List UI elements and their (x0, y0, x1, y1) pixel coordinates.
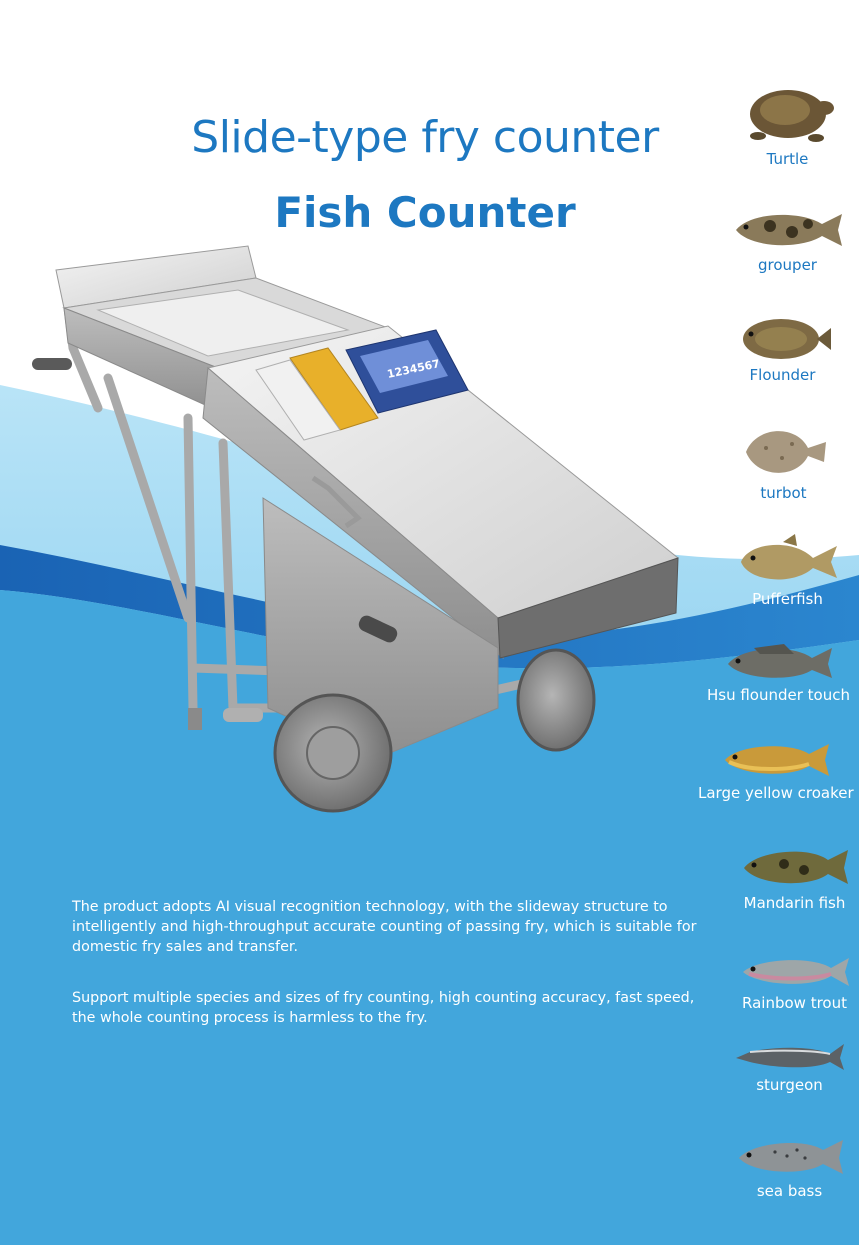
species-item-grouper: grouper (720, 206, 855, 274)
rear-wheel (516, 648, 596, 752)
sea-bass-icon (738, 1140, 843, 1174)
large-yellow-croaker-icon (724, 744, 829, 776)
description-paragraph: Support multiple species and sizes of fr… (72, 990, 695, 1026)
rainbow-trout-icon (742, 958, 849, 986)
page-subtitle: Fish Counter (274, 188, 576, 237)
description-paragraph: The product adopts AI visual recognition… (72, 899, 697, 955)
turtle-icon (749, 90, 834, 142)
species-item-mandarin-fish: Mandarin fish (722, 842, 859, 912)
mandarin-fish-icon (743, 850, 848, 884)
species-item-pufferfish: Pufferfish (720, 532, 855, 608)
species-label: sea bass (756, 1182, 823, 1200)
species-label: Pufferfish (752, 590, 823, 608)
flounder-icon (742, 319, 831, 359)
crank-handle (32, 358, 72, 370)
species-item-turtle: Turtle (720, 78, 855, 168)
species-label: Turtle (766, 150, 809, 168)
species-label: turbot (760, 484, 807, 502)
hsu-flounder-touch-icon (727, 644, 832, 678)
page-title: Slide-type fry counter (191, 112, 659, 163)
species-item-flounder: Flounder (715, 314, 850, 384)
species-item-rainbow-trout: Rainbow trout (722, 952, 859, 1012)
species-label: Rainbow trout (742, 994, 847, 1012)
species-item-turbot: turbot (716, 422, 851, 502)
species-label: Large yellow croaker (698, 784, 854, 802)
species-label: Hsu flounder touch (706, 686, 850, 704)
grouper-icon (736, 214, 842, 246)
species-label: grouper (758, 256, 817, 274)
species-label: Flounder (749, 366, 816, 384)
species-item-large-yellow-croaker: Large yellow croaker (698, 738, 854, 802)
species-label: Mandarin fish (743, 894, 846, 912)
species-item-hsu-flounder-touch: Hsu flounder touch (706, 640, 851, 704)
pufferfish-icon (740, 534, 837, 580)
species-label: sturgeon (756, 1076, 823, 1094)
turbot-icon (746, 431, 826, 473)
fry-counter-machine-illustration: 1234567 (32, 245, 680, 813)
species-item-sturgeon: sturgeon (722, 1040, 857, 1094)
species-item-sea-bass: sea bass (722, 1134, 857, 1200)
sturgeon-icon (735, 1044, 844, 1070)
